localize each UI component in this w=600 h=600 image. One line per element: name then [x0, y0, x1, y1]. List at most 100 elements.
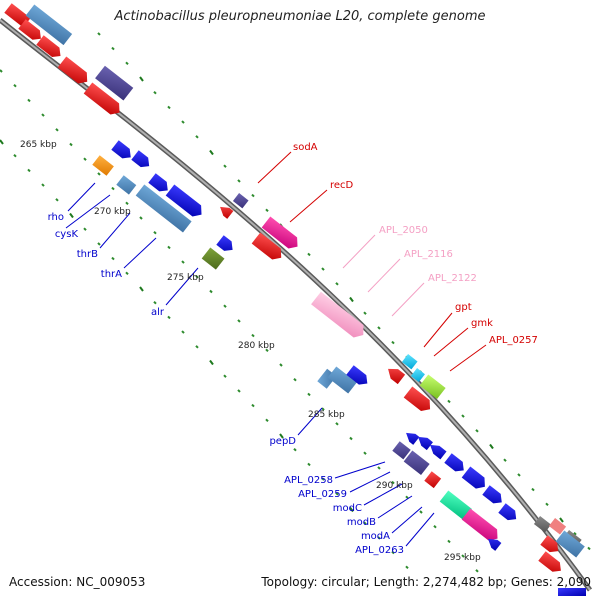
gene-feature[interactable]: [410, 368, 425, 383]
tick-mark: [97, 172, 101, 176]
tick-mark: [251, 193, 255, 198]
gene-feature[interactable]: [419, 374, 446, 400]
tick-mark: [475, 429, 479, 433]
gene-feature[interactable]: [427, 441, 447, 460]
gene-feature[interactable]: [57, 56, 92, 87]
tick-mark: [167, 315, 171, 320]
gene-feature[interactable]: [461, 466, 490, 492]
gene-feature[interactable]: [346, 365, 371, 388]
gene-label-modA[interactable]: modA: [361, 531, 390, 542]
gene-feature[interactable]: [36, 35, 64, 60]
gene-feature[interactable]: [392, 441, 411, 460]
tick-mark: [349, 506, 354, 513]
tick-mark: [489, 443, 494, 450]
gene-feature[interactable]: [92, 155, 114, 176]
gene-label-modB[interactable]: modB: [347, 517, 376, 528]
gene-feature[interactable]: [403, 386, 435, 414]
tick-mark: [405, 565, 409, 570]
tick-mark: [0, 139, 4, 145]
scale-label-270: 270 kbp: [94, 207, 131, 217]
gene-feature[interactable]: [311, 291, 368, 342]
gene-feature[interactable]: [216, 235, 236, 254]
tick-mark: [27, 168, 31, 173]
gene-feature[interactable]: [485, 535, 502, 551]
gene-feature[interactable]: [538, 551, 564, 575]
gene-feature[interactable]: [232, 193, 249, 209]
gene-feature[interactable]: [424, 471, 442, 489]
tick-mark: [195, 275, 199, 279]
gene-label-alr[interactable]: alr: [151, 307, 165, 318]
gene-feature[interactable]: [148, 173, 171, 195]
tick-mark: [111, 46, 115, 51]
gene-label-APL_0259[interactable]: APL_0259: [298, 489, 347, 500]
gene-feature[interactable]: [83, 82, 124, 118]
gene-feature[interactable]: [131, 150, 153, 171]
gene-feature[interactable]: [327, 366, 357, 394]
gene-label-APL_0258[interactable]: APL_0258: [284, 475, 333, 486]
gene-feature[interactable]: [116, 175, 137, 195]
tick-mark: [195, 345, 199, 349]
gene-label-APL_0257[interactable]: APL_0257: [489, 335, 538, 346]
gene-feature[interactable]: [444, 453, 467, 475]
tick-mark: [321, 267, 325, 271]
gene-label-sodA[interactable]: sodA: [293, 142, 318, 153]
gene-label-cysK[interactable]: cysK: [55, 229, 79, 240]
tick-mark: [13, 153, 17, 158]
gene-label-APL_0263[interactable]: APL_0263: [355, 545, 404, 556]
tick-mark: [293, 447, 297, 452]
gene-feature[interactable]: [540, 535, 562, 556]
map-title: Actinobacillus pleuropneumoniae L20, com…: [114, 9, 486, 24]
gene-feature[interactable]: [111, 140, 134, 162]
gene-feature[interactable]: [533, 516, 552, 533]
tick-mark: [195, 135, 199, 139]
gene-feature[interactable]: [135, 184, 192, 233]
gene-feature[interactable]: [439, 490, 472, 520]
gene-label-thrA[interactable]: thrA: [101, 269, 122, 280]
scale-label-280: 280 kbp: [238, 341, 275, 351]
gene-label-pepD[interactable]: pepD: [269, 436, 296, 447]
gene-label-recD[interactable]: recD: [330, 180, 354, 191]
gene-label-thrB[interactable]: thrB: [77, 249, 98, 260]
gene-label-APL_2122[interactable]: APL_2122: [428, 273, 477, 284]
topology-text: Topology: circular; Length: 2,274,482 bp…: [261, 575, 591, 589]
tick-mark: [181, 260, 185, 264]
tick-mark: [41, 183, 45, 187]
gene-label-APL_2116[interactable]: APL_2116: [404, 249, 453, 260]
tick-mark: [461, 414, 465, 418]
gene-feature[interactable]: [251, 232, 286, 263]
tick-mark: [307, 392, 311, 397]
tick-mark: [237, 389, 241, 393]
gene-feature[interactable]: [415, 433, 433, 451]
gene-label-gmk[interactable]: gmk: [471, 318, 493, 329]
gene-feature[interactable]: [95, 65, 134, 101]
gene-label-modC[interactable]: modC: [333, 503, 362, 514]
tick-mark: [307, 462, 311, 467]
gene-feature[interactable]: [558, 588, 586, 596]
gene-feature[interactable]: [18, 19, 44, 43]
gene-feature[interactable]: [261, 216, 302, 252]
gene-feature[interactable]: [482, 485, 505, 507]
tick-mark: [265, 348, 269, 353]
gene-label-rho[interactable]: rho: [48, 212, 64, 223]
gene-feature[interactable]: [555, 530, 585, 558]
scale-label-275: 275 kbp: [167, 273, 204, 283]
gene-feature[interactable]: [461, 508, 502, 544]
tick-mark: [27, 98, 31, 103]
tick-mark: [13, 83, 17, 88]
gene-feature[interactable]: [25, 4, 73, 46]
gene-feature[interactable]: [401, 354, 418, 370]
gene-label-APL_2050[interactable]: APL_2050: [379, 225, 428, 236]
gene-feature[interactable]: [498, 503, 520, 524]
gene-feature[interactable]: [403, 450, 430, 476]
gene-feature[interactable]: [165, 184, 206, 220]
gene-feature[interactable]: [548, 518, 567, 535]
gene-label-gpt[interactable]: gpt: [455, 302, 472, 313]
tick-mark: [321, 407, 325, 411]
tick-mark: [447, 539, 451, 544]
tick-mark: [573, 531, 577, 536]
gene-feature[interactable]: [384, 364, 406, 385]
tick-mark: [55, 128, 59, 132]
gene-feature[interactable]: [217, 203, 234, 219]
gene-feature[interactable]: [403, 429, 420, 445]
gene-feature[interactable]: [201, 247, 225, 270]
